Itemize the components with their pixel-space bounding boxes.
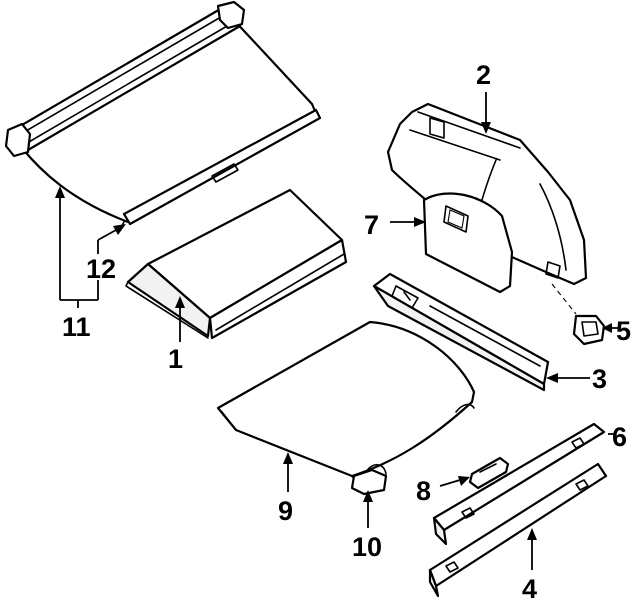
part-access-cover [422, 192, 514, 294]
part-shelf-panel [125, 188, 348, 340]
callout-12: 12 [86, 254, 116, 284]
callout-1: 1 [168, 344, 183, 374]
callout-6: 6 [612, 422, 627, 452]
part-clip [551, 283, 606, 346]
leader-9 [283, 452, 293, 492]
callout-9: 9 [278, 496, 293, 526]
callout-7: 7 [364, 210, 379, 240]
callout-3: 3 [592, 364, 607, 394]
part-step-plate [432, 422, 606, 546]
leader-10 [363, 490, 373, 528]
leader-1 [175, 296, 185, 342]
leader-3 [546, 373, 590, 383]
part-bracket [468, 456, 510, 490]
leader-7 [390, 217, 426, 227]
callout-11: 11 [62, 312, 91, 342]
callout-10: 10 [352, 532, 382, 562]
leader-12 [97, 224, 126, 254]
leader-4 [527, 528, 537, 570]
leader-11-12-bracket [55, 186, 99, 308]
leader-2 [481, 92, 491, 134]
leader-8 [439, 476, 470, 487]
callout-2: 2 [476, 60, 491, 90]
part-sill-plate [428, 462, 608, 598]
callout-8: 8 [416, 476, 431, 506]
callout-4: 4 [522, 574, 537, 604]
part-cargo-cover [4, 0, 322, 233]
callout-5: 5 [616, 316, 631, 346]
part-rear-sill [372, 272, 550, 392]
leader-5 [602, 323, 618, 333]
part-floor-mat [216, 320, 476, 489]
part-mat-fastener [350, 468, 388, 496]
